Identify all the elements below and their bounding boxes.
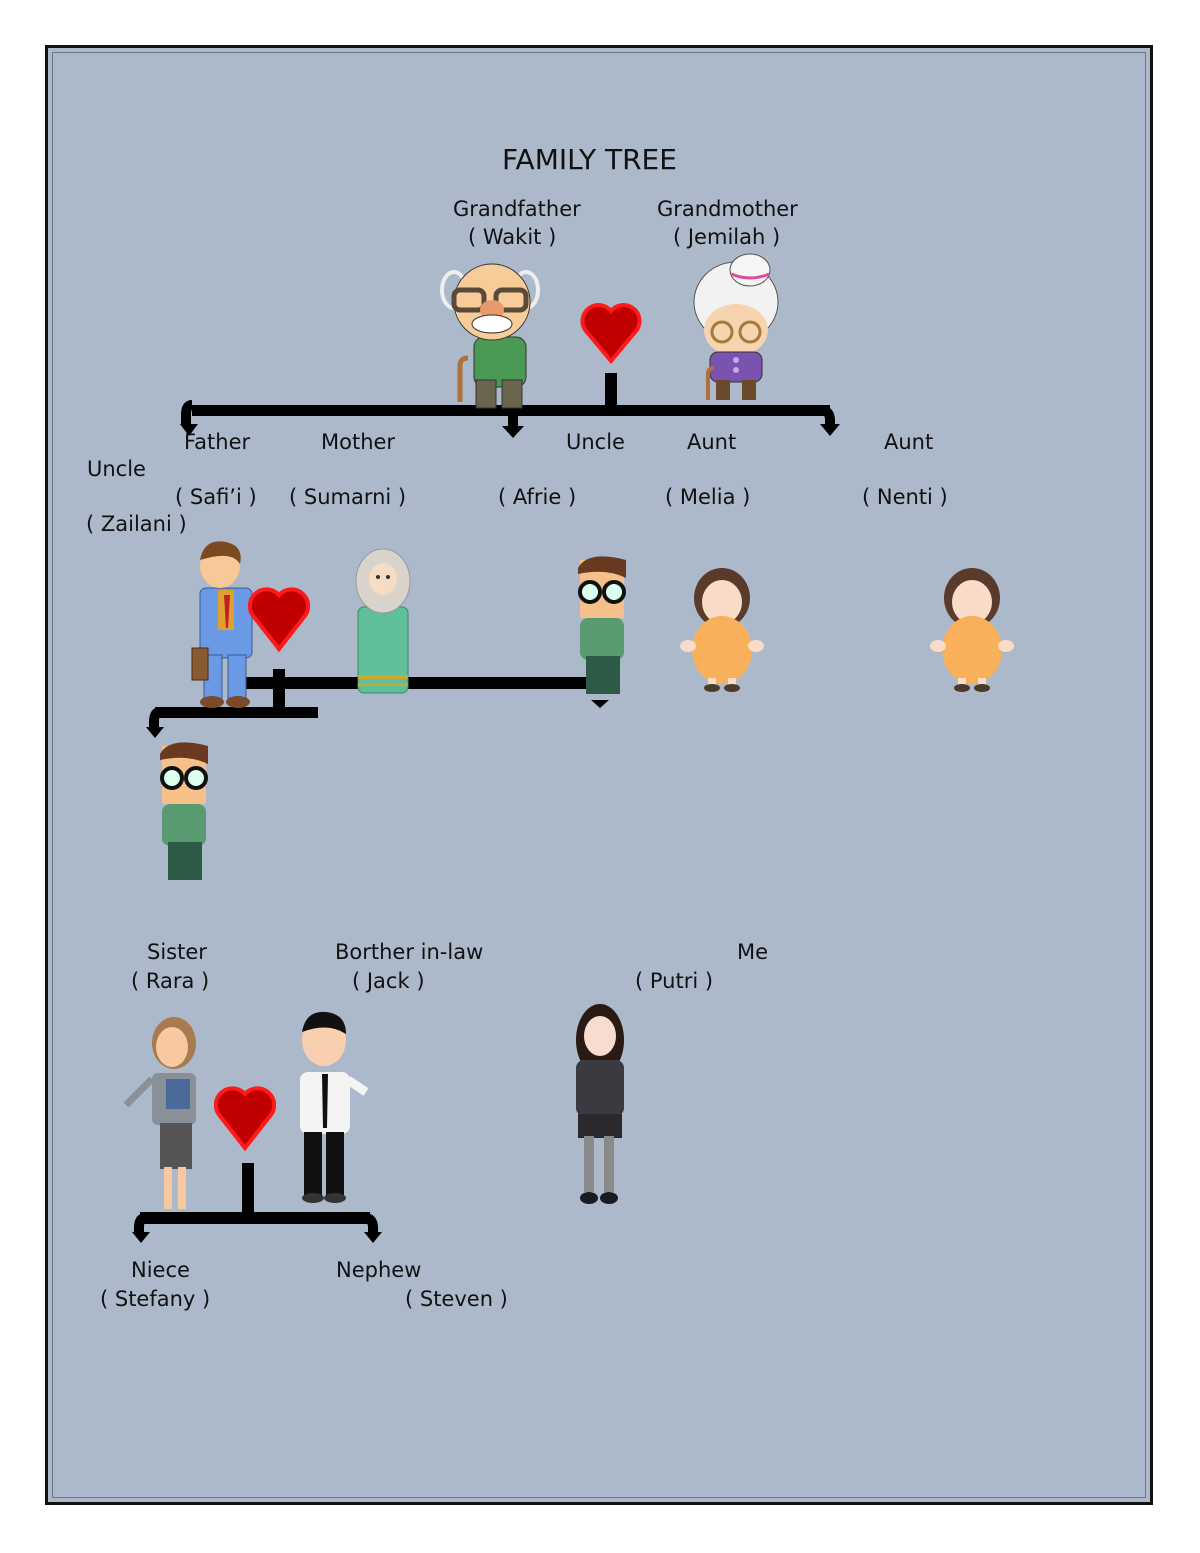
aunt-nenti-name: ( Nenti ) xyxy=(862,485,948,509)
woman-in-orange-dress-icon xyxy=(680,568,764,692)
uncle-afrie-role: Uncle xyxy=(566,430,625,454)
girl-in-school-uniform-icon xyxy=(576,1004,624,1204)
me-name: ( Putri ) xyxy=(635,969,714,993)
grandfather-role: Grandfather xyxy=(453,197,581,221)
heart-icon xyxy=(248,587,310,653)
brother-in-law-name: ( Jack ) xyxy=(352,969,425,993)
arrow-down-icon xyxy=(820,424,840,436)
heart-icon xyxy=(580,303,642,365)
me-role: Me xyxy=(737,940,769,964)
father-role: Father xyxy=(184,430,251,454)
uncle-zailani-name: ( Zailani ) xyxy=(86,512,187,536)
man-with-glasses-icon xyxy=(578,556,626,694)
grandmother-role: Grandmother xyxy=(657,197,798,221)
connector-bar xyxy=(155,707,318,718)
aunt-nenti-role: Aunt xyxy=(884,430,934,454)
father-name: ( Safi’i ) xyxy=(175,485,257,509)
page-title: FAMILY TREE xyxy=(502,143,677,176)
sister-role: Sister xyxy=(147,940,207,964)
man-in-blue-suit-icon xyxy=(191,541,253,708)
arrow-down-icon xyxy=(502,426,524,438)
nephew-name: ( Steven ) xyxy=(405,1287,508,1311)
connector-stem xyxy=(273,669,285,714)
heart-icon xyxy=(214,1086,276,1152)
grandmother-name: ( Jemilah ) xyxy=(673,225,781,249)
mother-role: Mother xyxy=(321,430,396,454)
aunt-melia-role: Aunt xyxy=(687,430,737,454)
aunt-melia-name: ( Melia ) xyxy=(665,485,751,509)
connector-stem xyxy=(605,373,617,411)
uncle-afrie-name: ( Afrie ) xyxy=(498,485,577,509)
connector-bar xyxy=(243,677,593,689)
old-woman-with-cane-icon xyxy=(693,253,779,400)
woman-in-hijab-icon xyxy=(355,548,411,694)
woman-in-grey-suit-icon xyxy=(123,1017,196,1209)
arrow-down-icon xyxy=(591,700,609,708)
niece-name: ( Stefany ) xyxy=(100,1287,211,1311)
mother-name: ( Sumarni ) xyxy=(289,485,407,509)
connector-bar xyxy=(140,1212,370,1224)
sister-name: ( Rara ) xyxy=(131,969,210,993)
arrow-down-icon xyxy=(364,1232,382,1243)
page-frame xyxy=(45,45,1153,1505)
brother-in-law-role: Borther in-law xyxy=(335,940,484,964)
arrow-down-icon xyxy=(146,727,164,738)
old-man-with-cane-icon xyxy=(440,263,540,409)
uncle-zailani-role: Uncle xyxy=(87,457,146,481)
arrow-down-icon xyxy=(180,424,198,436)
connector-stem xyxy=(242,1163,254,1217)
grandfather-name: ( Wakit ) xyxy=(468,225,557,249)
woman-in-orange-dress-icon xyxy=(930,568,1014,692)
man-in-white-shirt-icon xyxy=(300,1011,369,1203)
connector-bar xyxy=(192,405,830,416)
man-with-glasses-icon xyxy=(160,742,208,880)
nephew-role: Nephew xyxy=(336,1258,422,1282)
niece-role: Niece xyxy=(131,1258,190,1282)
arrow-down-icon xyxy=(132,1232,150,1243)
